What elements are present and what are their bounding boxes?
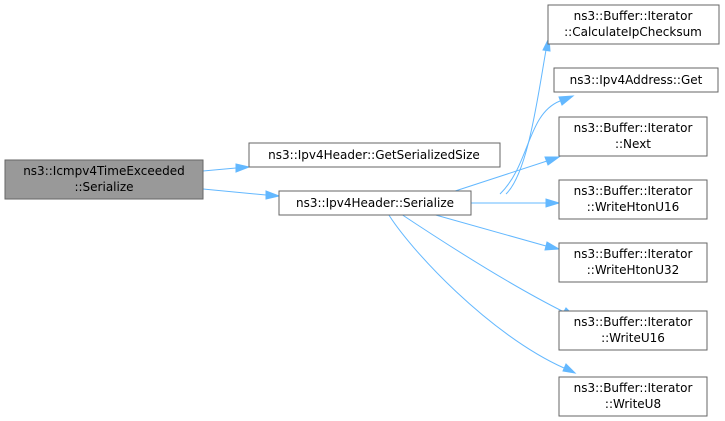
- node-label-line: ::WriteU16: [601, 331, 665, 345]
- edge-root-to-get-serialized-size: [202, 167, 237, 172]
- edge-arrowhead: [265, 190, 281, 200]
- edge-serialize-to-write-u8: [386, 211, 565, 369]
- node-label-line: ::CalculateIpChecksum: [564, 25, 702, 39]
- node-label-line: ns3::Ipv4Address::Get: [570, 73, 703, 87]
- node-label-line: ns3::Ipv4Header::GetSerializedSize: [268, 148, 480, 162]
- node-label-line: ns3::Buffer::Iterator: [574, 121, 693, 135]
- node-ipv4-header-get-serialized-size[interactable]: ns3::Ipv4Header::GetSerializedSize: [248, 142, 501, 168]
- node-label-line: ns3::Icmpv4TimeExceeded: [23, 164, 185, 178]
- node-label-line: ::Serialize: [74, 180, 133, 194]
- node-label-line: ns3::Ipv4Header::Serialize: [296, 196, 454, 210]
- edge-arrowhead: [235, 163, 251, 173]
- node-label-line: ns3::Buffer::Iterator: [574, 184, 693, 198]
- node-label-line: ::WriteU8: [605, 397, 661, 411]
- edge-serialize-to-write-hton-u32: [424, 211, 547, 247]
- node-buffer-iterator-next[interactable]: ns3::Buffer::Iterator ::Next: [558, 116, 708, 157]
- node-label-line: ns3::Buffer::Iterator: [574, 9, 693, 23]
- call-graph-nodes: ns3::Icmpv4TimeExceeded ::Serialize ns3:…: [4, 4, 720, 417]
- edge-arrowhead: [544, 156, 561, 166]
- node-buffer-iterator-write-hton-u16[interactable]: ns3::Buffer::Iterator ::WriteHtonU16: [558, 179, 708, 220]
- node-label-line: ns3::Buffer::Iterator: [574, 247, 693, 261]
- node-label-line: ns3::Buffer::Iterator: [574, 381, 693, 395]
- edge-arrowhead: [544, 241, 561, 251]
- edge-arrowhead: [545, 198, 561, 208]
- node-buffer-iterator-write-hton-u32[interactable]: ns3::Buffer::Iterator ::WriteHtonU32: [558, 242, 708, 283]
- node-label-line: ns3::Buffer::Iterator: [574, 315, 693, 329]
- edge-serialize-to-iterator-next: [445, 160, 548, 195]
- node-buffer-iterator-write-u8[interactable]: ns3::Buffer::Iterator ::WriteU8: [558, 376, 708, 417]
- edge-serialize-to-ipv4-address-get: [499, 100, 561, 195]
- node-label-line: ::WriteHtonU16: [587, 200, 680, 214]
- edge-arrowhead: [558, 95, 575, 106]
- edge-arrowhead: [562, 363, 577, 374]
- node-ipv4-address-get[interactable]: ns3::Ipv4Address::Get: [553, 67, 719, 93]
- edge-serialize-to-calculate-ip-checksum: [505, 49, 547, 195]
- edge-root-to-ipv4-serialize: [202, 188, 267, 196]
- node-buffer-iterator-write-u16[interactable]: ns3::Buffer::Iterator ::WriteU16: [558, 310, 708, 351]
- edge-serialize-to-write-u16: [397, 211, 565, 313]
- node-label-line: ::Next: [615, 137, 651, 151]
- node-ipv4-header-serialize[interactable]: ns3::Ipv4Header::Serialize: [278, 190, 472, 216]
- node-buffer-iterator-calculate-ip-checksum[interactable]: ns3::Buffer::Iterator ::CalculateIpCheck…: [547, 4, 720, 45]
- node-icmpv4-time-exceeded-serialize[interactable]: ns3::Icmpv4TimeExceeded ::Serialize: [4, 159, 204, 200]
- node-label-line: ::WriteHtonU32: [587, 263, 680, 277]
